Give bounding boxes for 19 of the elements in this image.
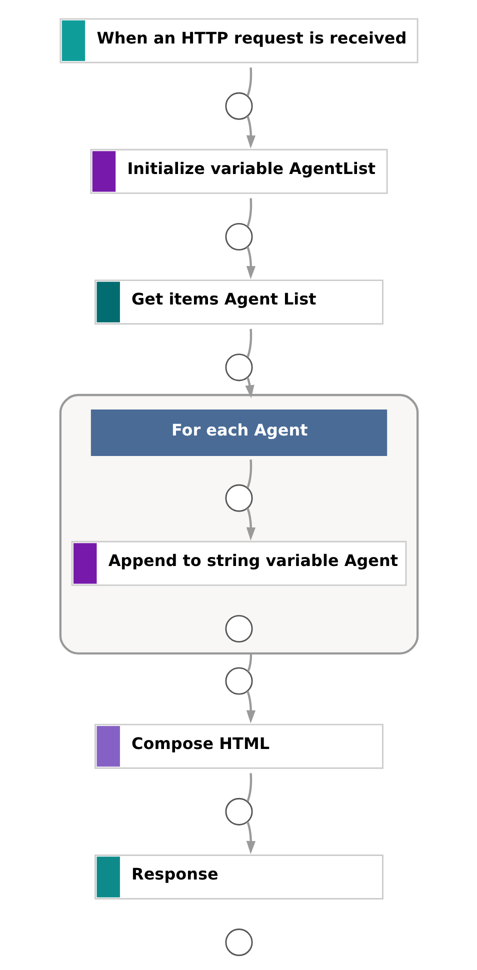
node-circle [224,667,252,695]
node-circle [224,222,252,251]
node-circle [224,92,252,120]
connector [246,460,252,488]
arrow [246,246,256,280]
arrow [246,690,256,724]
connector [246,653,252,672]
connector [246,198,252,227]
arrow [246,508,256,540]
node-circle [224,928,252,956]
arrow [246,116,256,148]
node-circle [224,614,252,643]
arrow [246,821,256,854]
node-circle [224,484,252,512]
connector [246,328,252,358]
node-circle [224,354,252,382]
connector [246,773,252,802]
node-circle [224,798,252,826]
connector [246,68,252,96]
